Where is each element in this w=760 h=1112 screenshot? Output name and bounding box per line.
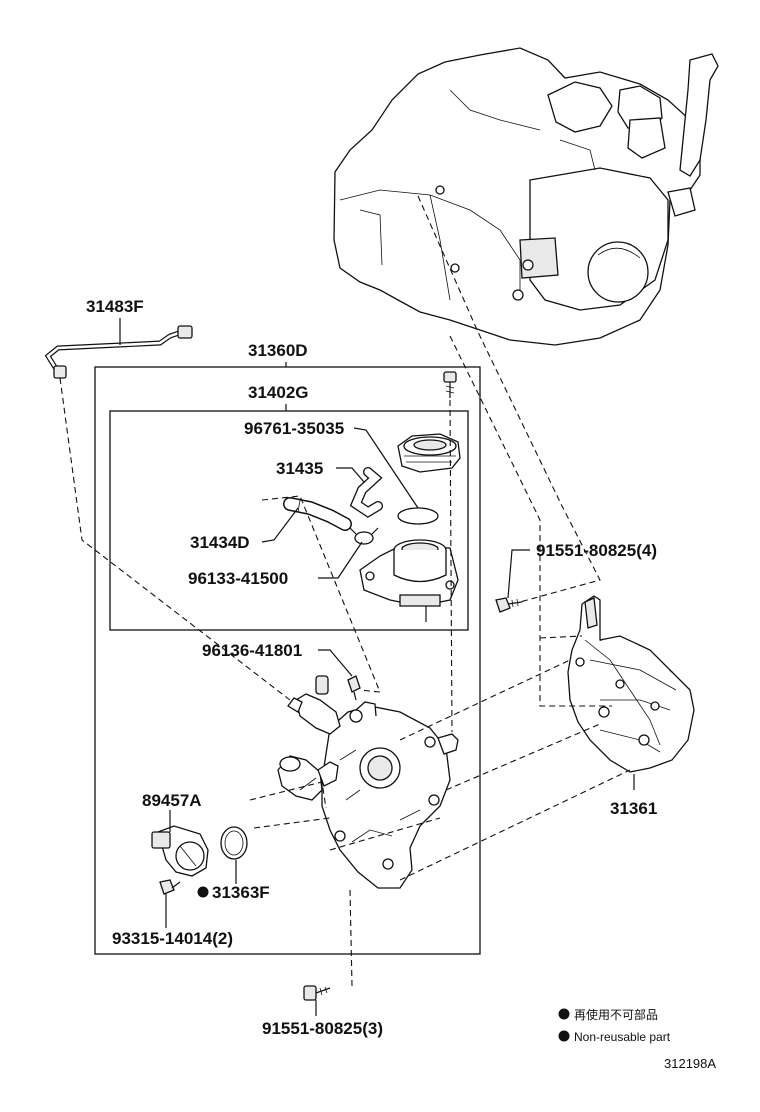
legend: 再使用不可部品 Non-reusable part — [558, 1007, 671, 1044]
part-label-93315: 93315-14014(2) — [112, 929, 233, 948]
reservoir-cap-illustration — [397, 433, 461, 473]
part-label-96136: 96136-41801 — [202, 641, 302, 660]
part-label-96133: 96133-41500 — [188, 569, 288, 588]
bracket-31361-illustration — [567, 595, 695, 773]
assembly-box-31402G — [109, 410, 469, 631]
assembly-box-31360D — [94, 366, 481, 955]
pump-body-illustration — [277, 675, 459, 889]
part-label-91551-4: 91551-80825(4) — [536, 541, 657, 560]
transaxle-housing-illustration — [333, 47, 719, 346]
part-label-91551-3: 91551-80825(3) — [262, 1019, 383, 1038]
bleeder-plug-96136 — [347, 675, 361, 701]
sensor-89457A-illustration — [151, 825, 209, 877]
reservoir-hose-31435 — [349, 467, 383, 518]
part-label-31360D: 31360D — [248, 341, 308, 360]
part-label-31361: 31361 — [610, 799, 657, 818]
part-label-31402G: 31402G — [248, 383, 309, 402]
part-label-31434D: 31434D — [190, 533, 250, 552]
alignment-lines — [59, 195, 631, 987]
reservoir-hose-31434D — [283, 497, 352, 531]
o-ring-96761 — [397, 507, 439, 525]
legend-label-en: Non-reusable part — [574, 1030, 671, 1044]
hose-clip-96133 — [349, 527, 379, 545]
part-label-89457A: 89457A — [142, 791, 202, 810]
diagram-code: 312198A — [664, 1056, 716, 1071]
part-label-31483F: 31483F — [86, 297, 144, 316]
legend-non-reusable-icon — [558, 1008, 570, 1020]
bolt-top-illustration — [443, 371, 457, 398]
part-label-31435: 31435 — [276, 459, 323, 478]
bolt-91551-3-illustration — [303, 985, 331, 1001]
legend-label-jp: 再使用不可部品 — [574, 1007, 658, 1022]
legend-non-reusable-icon-2 — [558, 1030, 570, 1042]
bolt-91551-4-illustration — [495, 597, 523, 613]
bolt-93315-illustration — [159, 879, 181, 895]
part-label-31363F: 31363F — [212, 883, 270, 902]
part-label-96761: 96761-35035 — [244, 419, 344, 438]
non-reusable-marker-icon — [197, 886, 209, 898]
reservoir-tank-illustration — [359, 539, 459, 622]
leader-lines — [119, 318, 635, 1016]
